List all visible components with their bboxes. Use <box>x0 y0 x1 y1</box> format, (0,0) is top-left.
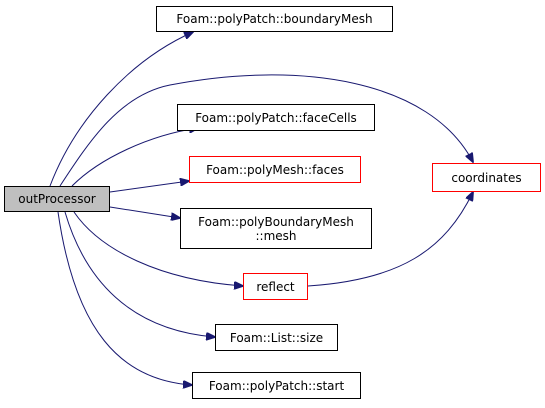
node-facecells[interactable]: Foam::polyPatch::faceCells <box>177 104 375 131</box>
node-mesh-label-line1: Foam::polyBoundaryMesh <box>198 214 354 229</box>
edge-outprocessor-to-start <box>57 211 192 385</box>
edge-outprocessor-to-faces <box>109 181 189 193</box>
edge-outprocessor-to-facecells <box>71 128 198 187</box>
node-coordinates-label: coordinates <box>451 170 522 185</box>
edge-outprocessor-to-coordinates <box>59 74 473 187</box>
node-faces-label: Foam::polyMesh::faces <box>206 162 344 177</box>
node-size[interactable]: Foam::List::size <box>215 324 338 351</box>
node-reflect[interactable]: reflect <box>243 273 308 300</box>
edge-outprocessor-to-boundarymesh <box>49 32 193 187</box>
edge-reflect-to-coordinates <box>307 192 473 287</box>
edge-outprocessor-to-reflect <box>73 211 243 286</box>
node-outprocessor: outProcessor <box>4 186 110 212</box>
node-size-label: Foam::List::size <box>229 330 324 345</box>
edge-outprocessor-to-mesh <box>109 206 180 218</box>
node-start[interactable]: Foam::polyPatch::start <box>192 372 361 399</box>
node-coordinates[interactable]: coordinates <box>432 163 541 192</box>
node-boundarymesh-label: Foam::polyPatch::boundaryMesh <box>176 12 373 26</box>
node-mesh[interactable]: Foam::polyBoundaryMesh ::mesh <box>180 208 372 249</box>
node-outprocessor-label: outProcessor <box>18 192 96 206</box>
node-boundarymesh[interactable]: Foam::polyPatch::boundaryMesh <box>156 6 393 32</box>
node-start-label: Foam::polyPatch::start <box>208 378 345 393</box>
node-mesh-label-line2: ::mesh <box>255 228 297 243</box>
node-faces[interactable]: Foam::polyMesh::faces <box>189 156 361 183</box>
node-reflect-label: reflect <box>256 279 295 294</box>
edge-outprocessor-to-size <box>64 211 215 337</box>
node-facecells-label: Foam::polyPatch::faceCells <box>195 110 357 125</box>
